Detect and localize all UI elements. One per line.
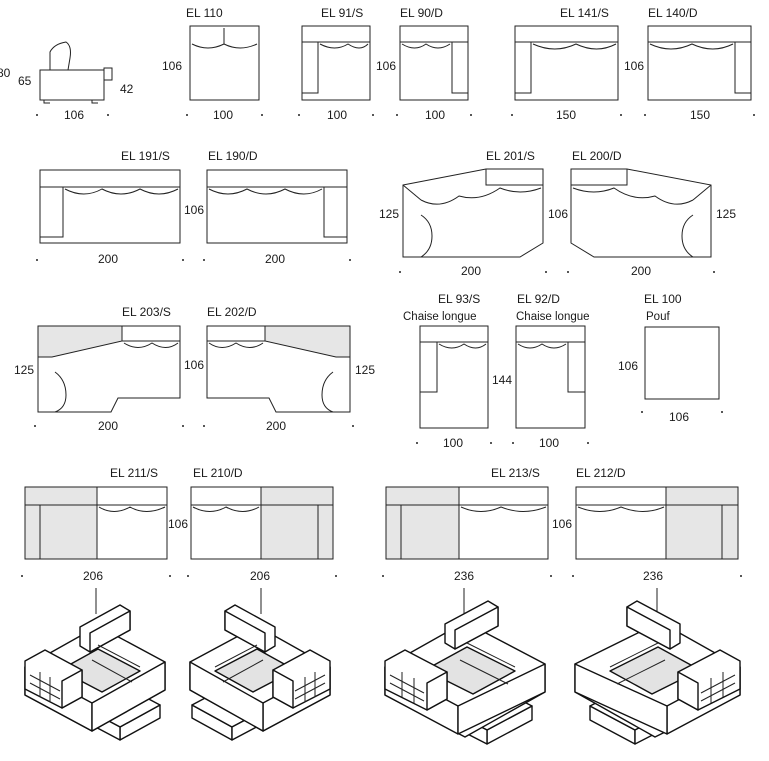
- dim-width: 200: [461, 264, 481, 278]
- module-code: EL 92/D: [517, 292, 560, 306]
- dim-width: 100: [213, 108, 233, 122]
- dim-width: 100: [443, 436, 463, 450]
- iso-view-el-212d: [574, 600, 741, 745]
- dim-height-seat: 42: [120, 82, 134, 96]
- dim-width: 206: [83, 569, 103, 583]
- module-code: EL 210/D: [193, 466, 243, 480]
- dim-depth: 106: [168, 517, 188, 531]
- iso-view-el-210d: [189, 604, 331, 741]
- module-el-92d: EL 92/D Chaise longue 144 100: [492, 292, 590, 450]
- module-code: EL 200/D: [572, 149, 622, 163]
- module-el-140d: EL 140/D 106 150: [624, 6, 755, 122]
- module-code: EL 91/S: [321, 6, 363, 20]
- dim-width: 200: [98, 419, 118, 433]
- dim-width: 200: [631, 264, 651, 278]
- dim-depth: 106: [618, 359, 638, 373]
- dim-width: 200: [266, 419, 286, 433]
- module-code: EL 202/D: [207, 305, 257, 319]
- dim-depth-left: 125: [379, 207, 399, 221]
- dim-width: 150: [556, 108, 576, 122]
- dim-height-total: 80: [0, 66, 11, 80]
- module-subtitle: Chaise longue: [516, 311, 590, 323]
- dim-width: 100: [327, 108, 347, 122]
- module-code: EL 140/D: [648, 6, 698, 20]
- side-view: 80 65 42 106: [0, 41, 134, 122]
- module-code: EL 93/S: [438, 292, 480, 306]
- dim-depth-left: 125: [14, 363, 34, 377]
- iso-view-el-213s: [384, 600, 546, 745]
- module-code: EL 212/D: [576, 466, 626, 480]
- module-code: EL 141/S: [560, 6, 609, 20]
- dim-width: 100: [425, 108, 445, 122]
- module-code: EL 90/D: [400, 6, 443, 20]
- dim-height-back: 65: [18, 74, 32, 88]
- side-view-feet: [43, 100, 98, 104]
- module-el-100: EL 100 Pouf 106 106: [618, 292, 723, 424]
- dim-width: 200: [265, 252, 285, 266]
- side-view-seat: [39, 69, 105, 101]
- module-el-191s: EL 191/S 200: [36, 149, 184, 266]
- module-el-200d: EL 200/D 106 125 200: [548, 149, 736, 278]
- module-el-90d: EL 90/D 106 100: [376, 6, 472, 122]
- dim-width: 236: [643, 569, 663, 583]
- dim-depth-right: 125: [355, 363, 375, 377]
- dim-depth-right: 125: [716, 207, 736, 221]
- dim-depth: 106: [184, 358, 204, 372]
- dim-width: 200: [98, 252, 118, 266]
- dim-depth: 106: [552, 517, 572, 531]
- module-code: EL 110: [186, 6, 223, 20]
- module-el-110: EL 110 106 100: [162, 6, 263, 122]
- module-code: EL 100: [644, 292, 682, 306]
- module-subtitle: Pouf: [646, 311, 670, 323]
- module-subtitle: Chaise longue: [403, 311, 477, 323]
- dim-width: 150: [690, 108, 710, 122]
- module-el-203s: EL 203/S 125 200: [14, 305, 184, 433]
- module-el-201s: EL 201/S 125 200: [379, 149, 547, 278]
- module-el-91s: EL 91/S 100: [298, 6, 374, 122]
- module-el-212d: EL 212/D 106 236: [552, 466, 742, 614]
- dim-depth: 106: [64, 108, 84, 122]
- module-el-202d: EL 202/D 106 125 200: [184, 305, 375, 433]
- dim-width: 206: [250, 569, 270, 583]
- module-el-190d: EL 190/D 106 200: [184, 149, 351, 266]
- iso-view-el-211s: [24, 604, 166, 741]
- dim-width: 100: [539, 436, 559, 450]
- module-el-211s: EL 211/S 206: [21, 466, 171, 614]
- dim-width: 236: [454, 569, 474, 583]
- dim-depth: 144: [492, 373, 512, 387]
- module-el-213s: EL 213/S 236: [382, 466, 552, 614]
- dim-width: 106: [669, 410, 689, 424]
- side-view-arm: [103, 67, 113, 81]
- module-el-141s: EL 141/S 150: [511, 6, 622, 122]
- module-el-93s: EL 93/S Chaise longue 100: [403, 292, 492, 450]
- dim-depth: 106: [184, 203, 204, 217]
- dim-depth: 106: [548, 207, 568, 221]
- dim-depth: 106: [162, 59, 182, 73]
- side-view-back-cushion: [49, 41, 71, 71]
- module-code: EL 191/S: [121, 149, 170, 163]
- module-code: EL 201/S: [486, 149, 535, 163]
- module-code: EL 203/S: [122, 305, 171, 319]
- module-code: EL 190/D: [208, 149, 258, 163]
- module-el-210d: EL 210/D 106 206: [168, 466, 337, 614]
- module-code: EL 213/S: [491, 466, 540, 480]
- module-code: EL 211/S: [110, 466, 158, 480]
- dim-depth: 106: [376, 59, 396, 73]
- dim-depth: 106: [624, 59, 644, 73]
